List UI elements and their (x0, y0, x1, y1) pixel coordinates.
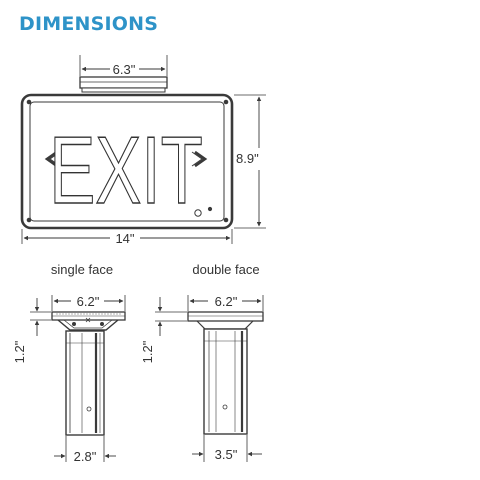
label-single-stem-width: 2.8" (74, 449, 97, 464)
exit-lettering: EXIT (49, 116, 203, 224)
corner-screw (223, 99, 229, 105)
corner-screw (223, 217, 229, 223)
dim-double-canopy-width (187, 295, 264, 311)
dim-single-stem-width (54, 436, 116, 462)
double-stem (203, 328, 248, 435)
left-chevron-icon (44, 150, 58, 168)
corner-screw (26, 99, 32, 105)
label-single-canopy-height: 1.2" (12, 340, 27, 363)
dim-double-canopy-height (155, 297, 187, 336)
indicator-light (207, 206, 213, 212)
dim-single-canopy-height (30, 298, 51, 336)
double-face-view (187, 311, 264, 435)
right-chevron-icon (194, 150, 208, 168)
right-chevron-outline (191, 151, 203, 167)
label-height: 8.9" (236, 151, 259, 166)
corner-screw (26, 217, 32, 223)
exit-sign-body (20, 93, 234, 230)
single-face-view (51, 311, 126, 436)
label-double-stem-width: 3.5" (215, 447, 238, 462)
test-button (194, 209, 202, 217)
dim-height (234, 94, 266, 229)
dim-single-canopy-width (51, 295, 126, 311)
front-view (20, 76, 234, 230)
dim-width (21, 229, 233, 244)
dim-double-stem-width (192, 435, 262, 462)
label-mount-width: 6.3" (113, 62, 136, 77)
dim-mount-width (79, 55, 168, 76)
page-title: DIMENSIONS (19, 13, 159, 35)
label-single-canopy-width: 6.2" (77, 294, 100, 309)
single-stem (65, 330, 105, 436)
label-width: 14" (115, 231, 134, 246)
label-double-canopy-width: 6.2" (215, 294, 238, 309)
left-chevron-outline (49, 151, 61, 167)
caption-double-face: double face (192, 262, 259, 277)
label-double-canopy-height: 1.2" (140, 340, 155, 363)
caption-single-face: single face (51, 262, 113, 277)
mounting-canopy (79, 76, 168, 93)
double-canopy (187, 311, 264, 322)
